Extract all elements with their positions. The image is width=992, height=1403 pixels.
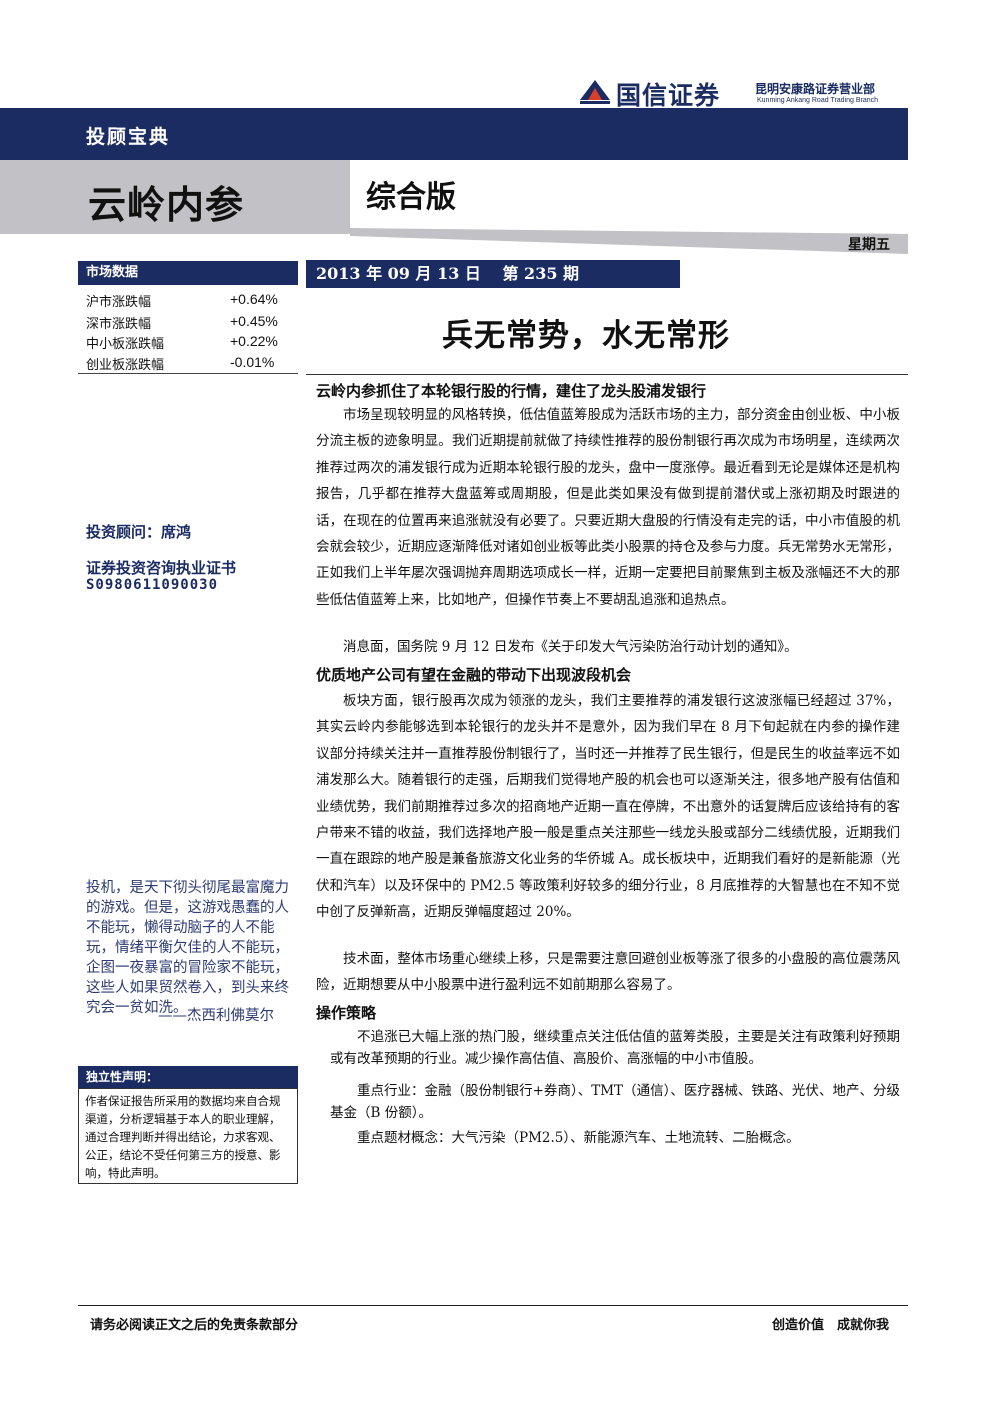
issue-date: 2013 年 09 月 13 日 第 235 期 — [306, 260, 680, 288]
market-row-value: +0.64% — [230, 291, 278, 307]
header-bar — [0, 108, 908, 160]
publication-title: 云岭内参 — [88, 182, 245, 227]
column-label: 投顾宝典 — [86, 126, 171, 148]
market-row-label: 深市涨跌幅 — [86, 317, 152, 332]
section-title: 优质地产公司有望在金融的带动下出现波段机会 — [316, 666, 632, 684]
quote-text: 投机，是天下彻头彻尾最富魔力的游戏。但是，这游戏愚蠢的人不能玩，懒得动脑子的人不… — [86, 880, 289, 1016]
market-row: 创业板涨跌幅 -0.01% — [86, 354, 286, 375]
footer-disclaimer-note: 请务必阅读正文之后的免责条款部分 — [90, 1318, 299, 1333]
cert-title: 证券投资咨询执业证书 — [86, 559, 237, 577]
market-row-label: 创业板涨跌幅 — [86, 358, 165, 373]
paragraph: 市场呈现较明显的风格转换，低估值蓝筹股成为活跃市场的主力，部分资金由创业板、中小… — [316, 407, 900, 608]
market-row-value: +0.22% — [230, 333, 278, 349]
market-row-value: +0.45% — [230, 313, 278, 329]
paragraph: 技术面，整体市场重心继续上移，只是需要注意回避创业板等涨了很多的小盘股的高位震荡… — [316, 951, 900, 994]
footer-divider — [78, 1305, 908, 1306]
market-row: 深市涨跌幅 +0.45% — [86, 313, 286, 334]
branch-name: 昆明安康路证券营业部 — [755, 82, 876, 96]
company-logo-icon — [580, 80, 610, 104]
header-diagonal-band — [350, 228, 908, 254]
advisor-name: 投资顾问：席鸿 — [86, 523, 192, 541]
quote-author: ——杰西利佛莫尔 — [158, 1008, 274, 1024]
disclaimer-text: 作者保证报告所采用的数据均来自合规渠道，分析逻辑基于本人的职业理解，通过合理判断… — [78, 1088, 298, 1184]
paragraph: 重点行业：金融（股份制银行+券商）、TMT（通信）、医疗器械、铁路、光伏、地产、… — [330, 1083, 900, 1121]
title-block — [0, 160, 350, 234]
cert-number: S0980611090030 — [86, 577, 219, 593]
paragraph: 重点题材概念：大气污染（PM2.5）、新能源汽车、土地流转、二胎概念。 — [357, 1130, 800, 1146]
market-row-value: -0.01% — [230, 354, 275, 370]
market-data-title: 市场数据 — [78, 261, 298, 285]
company-name: 国信证券 — [616, 81, 721, 110]
section-title: 操作策略 — [316, 1004, 377, 1022]
market-row: 中小板涨跌幅 +0.22% — [86, 333, 286, 354]
divider — [306, 374, 908, 375]
market-row-label: 沪市涨跌幅 — [86, 295, 152, 310]
headline: 兵无常势，水无常形 — [442, 318, 730, 354]
paragraph: 板块方面，银行股再次成为领涨的龙头，我们主要推荐的浦发银行这波涨幅已经超过 37… — [316, 693, 900, 921]
market-row: 沪市涨跌幅 +0.64% — [86, 291, 286, 312]
market-row-label: 中小板涨跌幅 — [86, 337, 165, 352]
paragraph: 不追涨已大幅上涨的热门股，继续重点关注低估值的蓝筹类股，主要是关注有政策利好预期… — [330, 1029, 900, 1067]
divider — [78, 373, 298, 374]
paragraph: 消息面，国务院 9 月 12 日发布《关于印发大气污染防治行动计划的通知》。 — [343, 639, 798, 655]
disclaimer-title: 独立性声明： — [78, 1066, 298, 1088]
weekday: 星期五 — [848, 237, 890, 253]
edition-label: 综合版 — [366, 180, 456, 215]
branch-name-en: Kunming Ankang Road Trading Branch — [757, 97, 879, 104]
footer-slogan: 创造价值 成就你我 — [772, 1318, 890, 1333]
section-title: 云岭内参抓住了本轮银行股的行情，建住了龙头股浦发银行 — [316, 382, 707, 400]
